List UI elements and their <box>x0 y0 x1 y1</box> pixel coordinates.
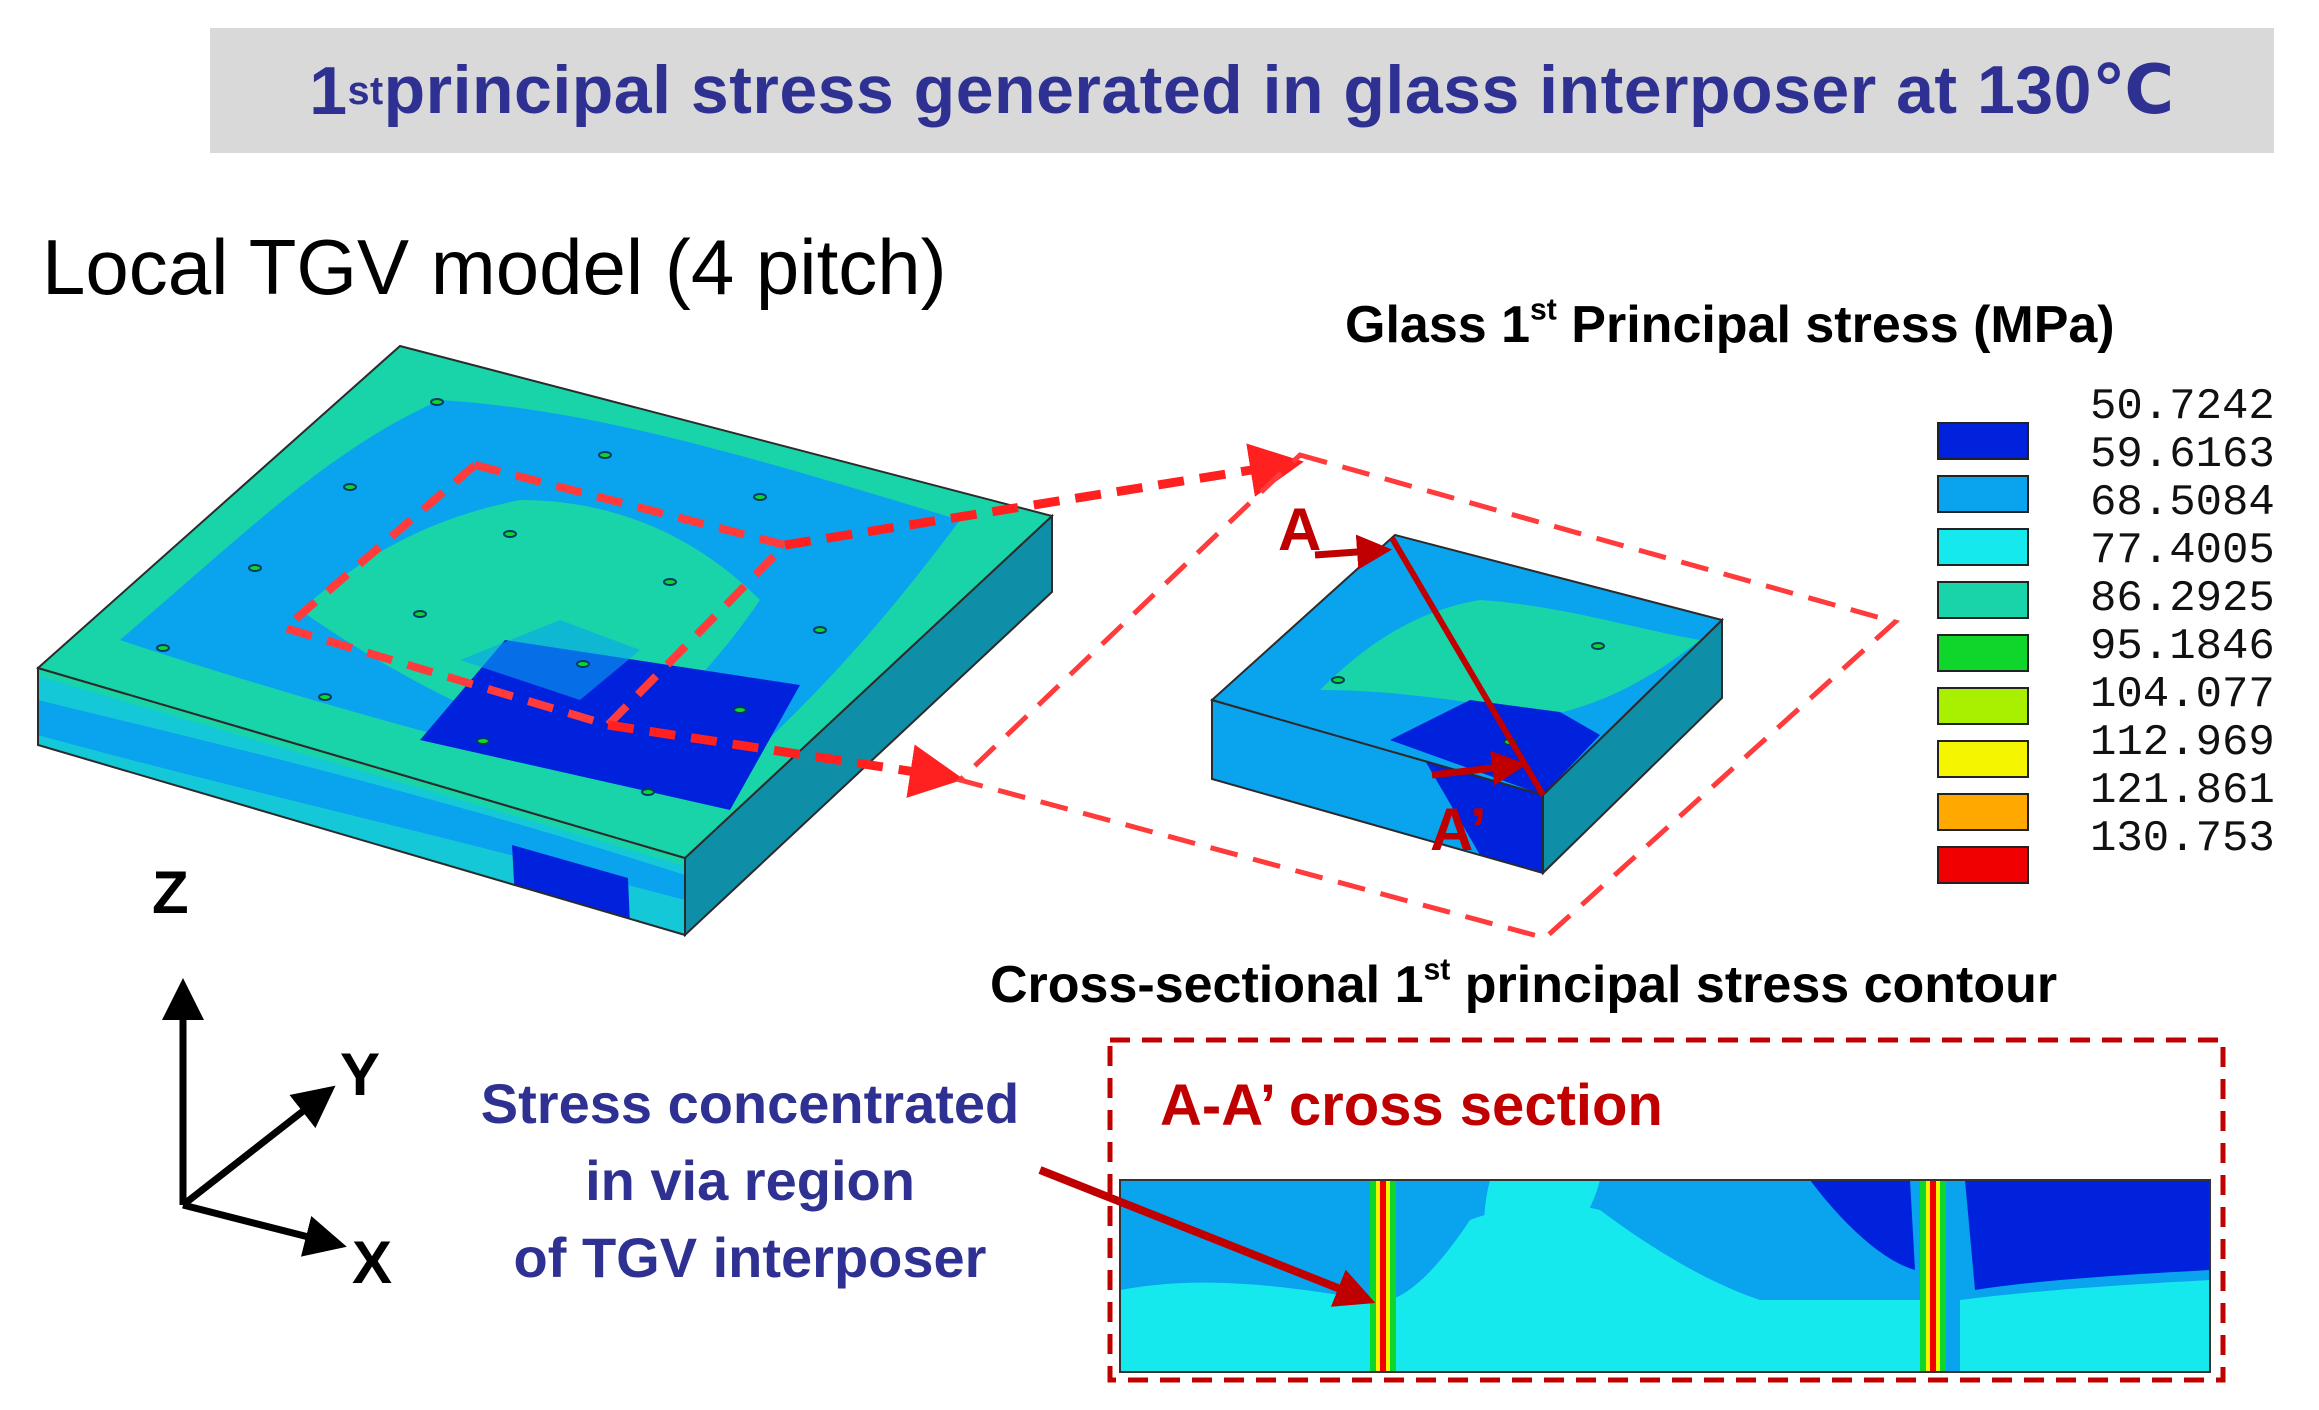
x-axis <box>182 1201 347 1257</box>
point-a-prime-arrow <box>1431 750 1527 786</box>
legend-title-prefix: Glass 1 <box>1345 296 1531 354</box>
stress-annotation: Stress concentrated in via region of TGV… <box>420 1065 1080 1296</box>
legend-value-3: 68.5084 <box>2090 478 2275 528</box>
y-axis-label: Y <box>340 1041 381 1108</box>
legend-value-10: 130.753 <box>2090 814 2275 864</box>
legend-swatch-8 <box>1937 793 2029 831</box>
legend-value-6: 95.1846 <box>2090 622 2275 672</box>
banner-title-prefix: 1 <box>309 52 348 129</box>
section-heading-sup: st <box>1423 953 1451 987</box>
model-title: Local TGV model (4 pitch) <box>42 223 947 311</box>
legend-swatch-9 <box>1937 846 2029 884</box>
legend-value-5: 86.2925 <box>2090 574 2275 624</box>
cross-section-frame <box>1107 1037 2226 1383</box>
legend-swatch-7 <box>1937 740 2029 778</box>
legend-title: Glass 1st Principal stress (MPa) <box>1345 295 2115 355</box>
banner-title-rest: principal stress generated in glass inte… <box>383 52 2175 128</box>
selected-region-outline <box>276 460 793 730</box>
z-axis-label: Z <box>152 859 189 926</box>
y-axis <box>180 1085 336 1208</box>
zoom-arrow-top <box>784 443 1304 550</box>
zoom-arrow-bottom <box>607 720 964 798</box>
annotation-arrow <box>1038 1166 1376 1307</box>
legend-value-1: 50.7242 <box>2090 382 2275 432</box>
section-heading-prefix: Cross-sectional 1 <box>990 956 1424 1014</box>
cross-section-contour <box>1120 1180 2210 1372</box>
zoom-frame <box>955 452 1901 941</box>
legend-value-9: 121.861 <box>2090 766 2275 816</box>
point-a-label: A <box>1278 496 1322 563</box>
legend-title-rest: Principal stress (MPa) <box>1556 296 2115 354</box>
legend-swatch-5 <box>1937 634 2029 672</box>
section-heading-rest: principal stress contour <box>1450 956 2058 1014</box>
legend-value-7: 104.077 <box>2090 670 2275 720</box>
annotation-line-1: Stress concentrated <box>480 1072 1020 1135</box>
legend-title-sup: st <box>1530 293 1557 327</box>
coordinate-axes <box>162 978 347 1257</box>
cross-section-label: A-A’ cross section <box>1160 1073 1663 1138</box>
annotation-line-2: in via region <box>585 1149 915 1212</box>
annotation-line-3: of TGV interposer <box>513 1226 987 1289</box>
legend-swatch-3 <box>1937 528 2029 566</box>
legend-value-2: 59.6163 <box>2090 430 2275 480</box>
legend-swatch-2 <box>1937 475 2029 513</box>
legend-swatch-6 <box>1937 687 2029 725</box>
point-a-prime-label: A’ <box>1430 796 1487 863</box>
x-axis-label: X <box>352 1229 393 1296</box>
legend-swatch-4 <box>1937 581 2029 619</box>
point-a-arrow <box>1314 534 1392 570</box>
large-model-top-face <box>38 346 1052 858</box>
legend-swatch-1 <box>1937 422 2029 460</box>
legend-value-4: 77.4005 <box>2090 526 2275 576</box>
via-markers <box>156 398 827 796</box>
legend-value-8: 112.969 <box>2090 718 2275 768</box>
cross-section-heading: Cross-sectional 1st principal stress con… <box>990 955 2057 1015</box>
